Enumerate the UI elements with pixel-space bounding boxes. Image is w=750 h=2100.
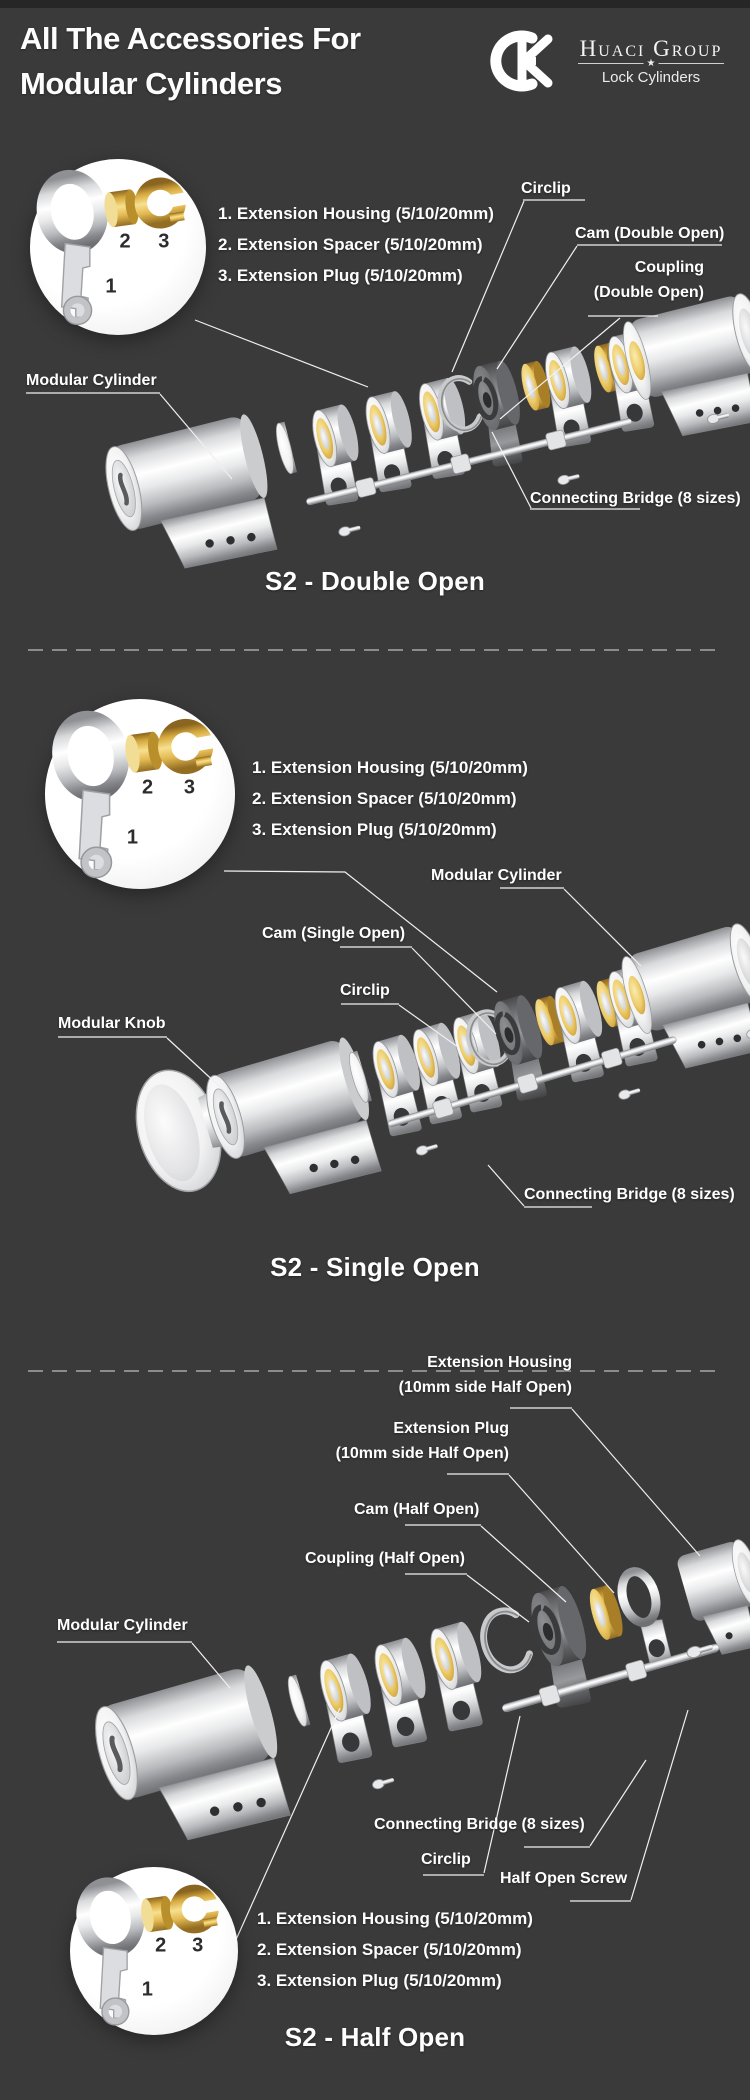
accessory-parts-illustration [30, 159, 206, 335]
brand-logo: Huaci Group ★ Lock Cylinders [474, 30, 726, 92]
label-circlip: Circlip [421, 1851, 471, 1868]
leader-lines [26, 199, 722, 651]
legend-item: 1. Extension Housing (5/10/20mm) [252, 758, 528, 777]
page-title-line1: All The Accessories For [20, 21, 361, 56]
legend-item: 2. Extension Spacer (5/10/20mm) [252, 789, 517, 808]
part-number-2: 2 [142, 776, 154, 799]
page-title: All The Accessories For Modular Cylinder… [20, 16, 361, 106]
label-coupling-half-open: Coupling (Half Open) [305, 1550, 465, 1567]
part-number-3: 3 [158, 230, 170, 253]
half-open-assembly [87, 1536, 750, 1861]
accessory-legend: 1. Extension Housing (5/10/20mm) 2. Exte… [257, 1903, 533, 1996]
label-half-open-screw: Half Open Screw [500, 1870, 628, 1887]
connecting-bridge-rod [388, 1036, 677, 1128]
top-dark-strip [0, 0, 750, 8]
brand-logo-text: Huaci Group ★ Lock Cylinders [576, 36, 726, 86]
double-open-assembly [99, 290, 750, 592]
legend-item: 3. Extension Plug (5/10/20mm) [257, 1971, 502, 1990]
part-number-2: 2 [119, 230, 131, 253]
label-modular-cylinder: Modular Cylinder [431, 867, 562, 884]
accessory-inset-circle: 1 2 3 [30, 159, 206, 335]
label-modular-knob: Modular Knob [58, 1015, 166, 1032]
section-title-single-open: S2 - Single Open [270, 1252, 480, 1282]
label-extension-plug-half-open: Extension Plug (10mm side Half Open) [335, 1420, 509, 1462]
legend-item: 1. Extension Housing (5/10/20mm) [218, 204, 494, 223]
legend-item: 1. Extension Housing (5/10/20mm) [257, 1909, 533, 1928]
leader-lines [57, 1407, 701, 1943]
connecting-bridge-rod [306, 418, 632, 506]
label-cam-double-open: Cam (Double Open) [575, 225, 725, 242]
legend-item: 3. Extension Plug (5/10/20mm) [252, 820, 497, 839]
star-icon: ★ [643, 58, 659, 69]
legend-item: 2. Extension Spacer (5/10/20mm) [257, 1940, 522, 1959]
label-connecting-bridge: Connecting Bridge (8 sizes) [374, 1816, 585, 1833]
legend-item: 2. Extension Spacer (5/10/20mm) [218, 235, 483, 254]
page-title-line2: Modular Cylinders [20, 66, 282, 101]
section-double-open-diagram [26, 199, 750, 651]
label-connecting-bridge: Connecting Bridge (8 sizes) [524, 1186, 735, 1203]
part-number-3: 3 [192, 1934, 204, 1957]
accessory-parts-illustration [70, 1867, 238, 2035]
label-extension-housing-half-open: Extension Housing (10mm side Half Open) [398, 1354, 572, 1396]
section-title-double-open: S2 - Double Open [265, 566, 485, 596]
connecting-bridge-rod [502, 1643, 720, 1713]
accessory-legend: 1. Extension Housing (5/10/20mm) 2. Exte… [252, 752, 528, 845]
label-modular-cylinder: Modular Cylinder [26, 372, 157, 389]
section-half-open-diagram [28, 1370, 750, 1943]
part-number-2: 2 [155, 1934, 167, 1957]
label-circlip: Circlip [521, 180, 571, 197]
part-number-1: 1 [141, 1978, 153, 2001]
legend-item: 3. Extension Plug (5/10/20mm) [218, 266, 463, 285]
accessory-legend: 1. Extension Housing (5/10/20mm) 2. Exte… [218, 198, 494, 291]
label-modular-cylinder: Modular Cylinder [57, 1617, 188, 1634]
section-title-half-open: S2 - Half Open [284, 2022, 466, 2052]
part-number-1: 1 [126, 826, 138, 849]
label-coupling-double-open: Coupling (Double Open) [593, 259, 704, 301]
accessory-parts-illustration [45, 699, 235, 889]
label-cam-half-open: Cam (Half Open) [354, 1501, 480, 1518]
accessory-inset-circle: 1 2 3 [70, 1867, 238, 2035]
part-number-1: 1 [105, 275, 117, 298]
leader-lines [58, 870, 642, 1208]
brand-rule: ★ [578, 58, 724, 69]
accessory-inset-circle: 1 2 3 [45, 699, 235, 889]
brand-name: Huaci Group [579, 36, 723, 61]
label-circlip: Circlip [340, 982, 390, 999]
part-number-3: 3 [183, 776, 195, 799]
huaci-monogram-icon [490, 30, 553, 92]
label-connecting-bridge: Connecting Bridge (8 sizes) [530, 490, 741, 507]
brand-tagline: Lock Cylinders [601, 69, 701, 86]
single-open-assembly [121, 919, 750, 1234]
label-cam-single-open: Cam (Single Open) [262, 925, 406, 942]
section-single-open-diagram [58, 870, 750, 1330]
